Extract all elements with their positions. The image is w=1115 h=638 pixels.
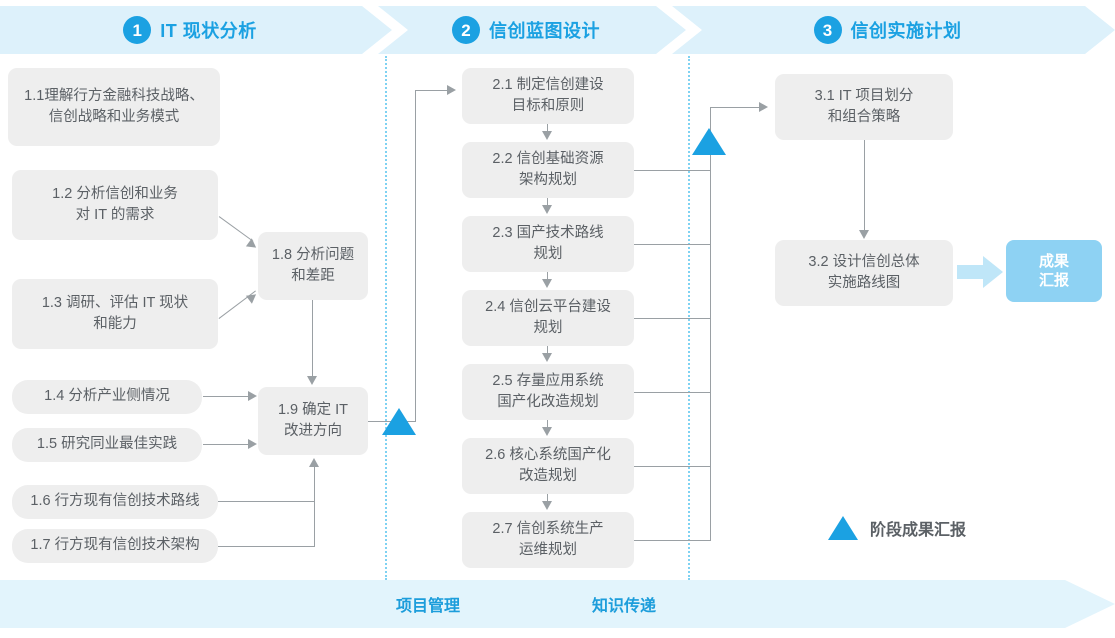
- arrow-into-2-4: [542, 279, 552, 288]
- task-box-2-7[interactable]: 2.7 信创系统生产运维规划: [462, 512, 634, 568]
- bottom-banner: [0, 580, 1115, 628]
- legend: 阶段成果汇报: [828, 516, 966, 540]
- connector-riser-to-2-1: [415, 90, 449, 92]
- phase-banner-1: 1 IT 现状分析: [0, 6, 392, 54]
- task-box-2-4[interactable]: 2.4 信创云平台建设规划: [462, 290, 634, 346]
- arrow-into-2-6: [542, 427, 552, 436]
- phase-header-content-1: 1 IT 现状分析: [123, 16, 257, 44]
- connector-1-6-1-7-riser: [314, 466, 316, 547]
- connector-2-5-to-2-6: [547, 420, 549, 430]
- task-box-2-1[interactable]: 2.1 制定信创建设目标和原则: [462, 68, 634, 124]
- arrow-into-2-2: [542, 131, 552, 140]
- result-arrow-icon: [957, 256, 1003, 288]
- phase-title-2: 信创蓝图设计: [489, 21, 600, 41]
- connector-1-9-riser: [415, 90, 417, 422]
- task-box-1-2[interactable]: 1.2 分析信创和业务对 IT 的需求: [12, 170, 218, 240]
- arrow-into-2-7: [542, 501, 552, 510]
- task-box-2-5[interactable]: 2.5 存量应用系统国产化改造规划: [462, 364, 634, 420]
- connector-1-6-horizontal: [218, 501, 315, 503]
- task-box-2-6[interactable]: 2.6 核心系统国产化改造规划: [462, 438, 634, 494]
- arrow-into-2-1: [447, 85, 456, 95]
- bottom-banner-label-2: 知识传递: [592, 598, 657, 615]
- connector-2-2-to-2-3: [547, 198, 549, 208]
- task-box-1-4[interactable]: 1.4 分析产业侧情况: [12, 380, 202, 414]
- bus-branch-2-3: [634, 244, 711, 246]
- task-box-1-3[interactable]: 1.3 调研、评估 IT 现状和能力: [12, 279, 218, 349]
- column-divider-1: [385, 56, 387, 580]
- connector-3-1-to-3-2: [864, 140, 866, 232]
- legend-label: 阶段成果汇报: [870, 522, 967, 539]
- arrow-into-1-9-from-1-5: [248, 439, 257, 449]
- bus-branch-2-2: [634, 170, 711, 172]
- phase-header-content-2: 2 信创蓝图设计: [452, 16, 600, 44]
- connector-1-2-to-1-8: [218, 216, 254, 242]
- triangle-marker-icon: [828, 516, 858, 540]
- arrow-into-3-1: [759, 102, 768, 112]
- phase-header-content-3: 3 信创实施计划: [813, 16, 962, 44]
- phase-title-1: IT 现状分析: [160, 21, 257, 41]
- bus-branch-2-5: [634, 392, 711, 394]
- task-box-3-2[interactable]: 3.2 设计信创总体实施路线图: [775, 240, 953, 306]
- arrow-into-3-2: [859, 230, 869, 239]
- bus-branch-2-4: [634, 318, 711, 320]
- connector-1-8-to-1-9: [312, 300, 314, 378]
- arrow-into-2-5: [542, 353, 552, 362]
- connector-2-4-to-2-5: [547, 346, 549, 356]
- bus-branch-2-6: [634, 466, 711, 468]
- phase-title-3: 信创实施计划: [850, 21, 962, 41]
- task-box-2-2[interactable]: 2.2 信创基础资源架构规划: [462, 142, 634, 198]
- result-report-chip[interactable]: 成果汇报: [1006, 240, 1102, 302]
- task-box-1-7[interactable]: 1.7 行方现有信创技术架构: [12, 529, 218, 563]
- phase-banner-2: 2 信创蓝图设计: [378, 6, 686, 54]
- phase-banner-3: 3 信创实施计划: [672, 6, 1115, 54]
- task-box-2-3[interactable]: 2.3 国产技术路线规划: [462, 216, 634, 272]
- task-box-1-6[interactable]: 1.6 行方现有信创技术路线: [12, 485, 218, 519]
- connector-2-3-to-2-4: [547, 272, 549, 282]
- task-box-1-5[interactable]: 1.5 研究同业最佳实践: [12, 428, 202, 462]
- connector-2-6-to-2-7: [547, 494, 549, 504]
- bottom-banner-label-1: 项目管理: [396, 598, 461, 615]
- arrow-into-1-9-from-bottom: [309, 458, 319, 467]
- task-box-1-1[interactable]: 1.1理解行方金融科技战略、信创战略和业务模式: [8, 68, 220, 146]
- connector-2-1-to-2-2: [547, 124, 549, 134]
- milestone-triangle-phase-1: [382, 408, 416, 435]
- task-box-3-1[interactable]: 3.1 IT 项目划分和组合策略: [775, 74, 953, 140]
- milestone-triangle-phase-2: [692, 128, 726, 155]
- connector-1-7-horizontal: [218, 546, 315, 548]
- connector-1-4-to-1-9: [203, 396, 249, 398]
- phase-number-badge-1: 1: [123, 16, 152, 44]
- task-box-1-8[interactable]: 1.8 分析问题和差距: [258, 232, 368, 300]
- connector-bus-to-3-1: [710, 107, 761, 109]
- phase-number-badge-2: 2: [452, 16, 480, 44]
- connector-1-5-to-1-9: [203, 444, 249, 446]
- arrow-into-1-9-from-1-8: [307, 376, 317, 385]
- arrow-into-1-9-from-1-4: [248, 391, 257, 401]
- bus-branch-2-7: [634, 540, 711, 542]
- phase-2-output-bus: [710, 107, 712, 541]
- phase-number-badge-3: 3: [813, 16, 842, 44]
- arrow-into-2-3: [542, 205, 552, 214]
